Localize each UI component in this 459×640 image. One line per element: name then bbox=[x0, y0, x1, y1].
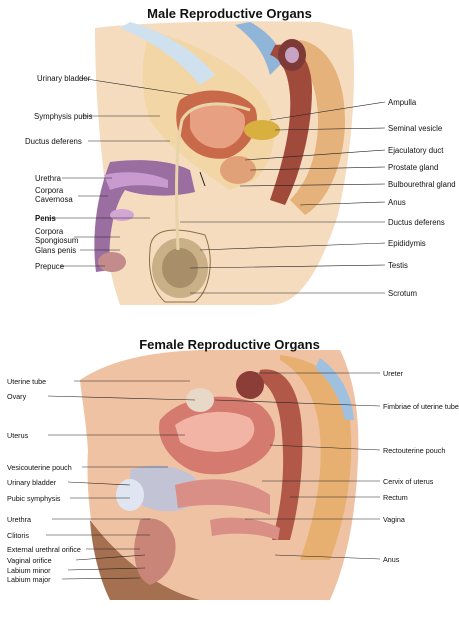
label-rectum: Rectum bbox=[383, 493, 408, 502]
label-ductus-deferens-right: Ductus deferens bbox=[388, 218, 445, 227]
label-penis: Penis bbox=[35, 214, 56, 223]
label-external-urethral-orifice: External urethral orifice bbox=[7, 545, 81, 554]
label-vagina: Vagina bbox=[383, 515, 405, 524]
label-urinary-bladder: Urinary bladder bbox=[37, 74, 91, 83]
label-corpora-cavernosa-1: Corpora bbox=[35, 186, 64, 195]
label-testis: Testis bbox=[388, 261, 408, 270]
label-corpora-spongiosum-1: Corpora bbox=[35, 227, 64, 236]
label-uterus: Uterus bbox=[7, 431, 29, 440]
label-urethra: Urethra bbox=[35, 174, 61, 183]
male-anatomy-figure bbox=[94, 21, 355, 305]
label-anus-female: Anus bbox=[383, 555, 400, 564]
label-epididymis: Epididymis bbox=[388, 239, 426, 248]
label-ovary: Ovary bbox=[7, 392, 27, 401]
label-glans-penis: Glans penis bbox=[35, 246, 77, 255]
label-labium-minor: Labium minor bbox=[7, 566, 51, 575]
label-prepuce: Prepuce bbox=[35, 262, 65, 271]
label-cervix-of-uterus: Cervix of uterus bbox=[383, 477, 434, 486]
label-seminal-vesicle: Seminal vesicle bbox=[388, 124, 443, 133]
male-diagram-title: Male Reproductive Organs bbox=[147, 6, 312, 21]
label-uterine-tube: Uterine tube bbox=[7, 377, 47, 386]
label-corpora-cavernosa-2: Cavernosa bbox=[35, 195, 73, 204]
label-rectouterine-pouch: Rectouterine pouch bbox=[383, 446, 446, 455]
label-prostate-gland: Prostate gland bbox=[388, 163, 439, 172]
female-anatomy-figure bbox=[80, 350, 359, 600]
label-ductus-deferens-left: Ductus deferens bbox=[25, 137, 82, 146]
label-fimbriae-of-uterine-tube: Fimbriae of uterine tube bbox=[383, 402, 459, 411]
female-diagram-title: Female Reproductive Organs bbox=[139, 337, 320, 352]
label-ampulla: Ampulla bbox=[388, 98, 417, 107]
label-urinary-bladder-female: Urinary bladder bbox=[7, 478, 57, 487]
label-clitoris: Clitoris bbox=[7, 531, 29, 540]
label-ureter: Ureter bbox=[383, 369, 403, 378]
label-urethra-female: Urethra bbox=[7, 515, 31, 524]
label-ejaculatory-duct: Ejaculatory duct bbox=[388, 146, 444, 155]
label-scrotum: Scrotum bbox=[388, 289, 418, 298]
label-anus-male: Anus bbox=[388, 198, 406, 207]
label-labium-major: Labium major bbox=[7, 575, 51, 584]
label-corpora-spongiosum-2: Spongiosum bbox=[35, 236, 79, 245]
label-vesicouterine-pouch: Vesicouterine pouch bbox=[7, 463, 72, 472]
label-vaginal-orifice: Vaginal orifice bbox=[7, 556, 52, 565]
label-symphysis-pubis: Symphysis pubis bbox=[34, 112, 93, 121]
label-bulbourethral-gland: Bulbourethral gland bbox=[388, 180, 456, 189]
label-pubic-symphysis: Pubic symphysis bbox=[7, 494, 61, 503]
